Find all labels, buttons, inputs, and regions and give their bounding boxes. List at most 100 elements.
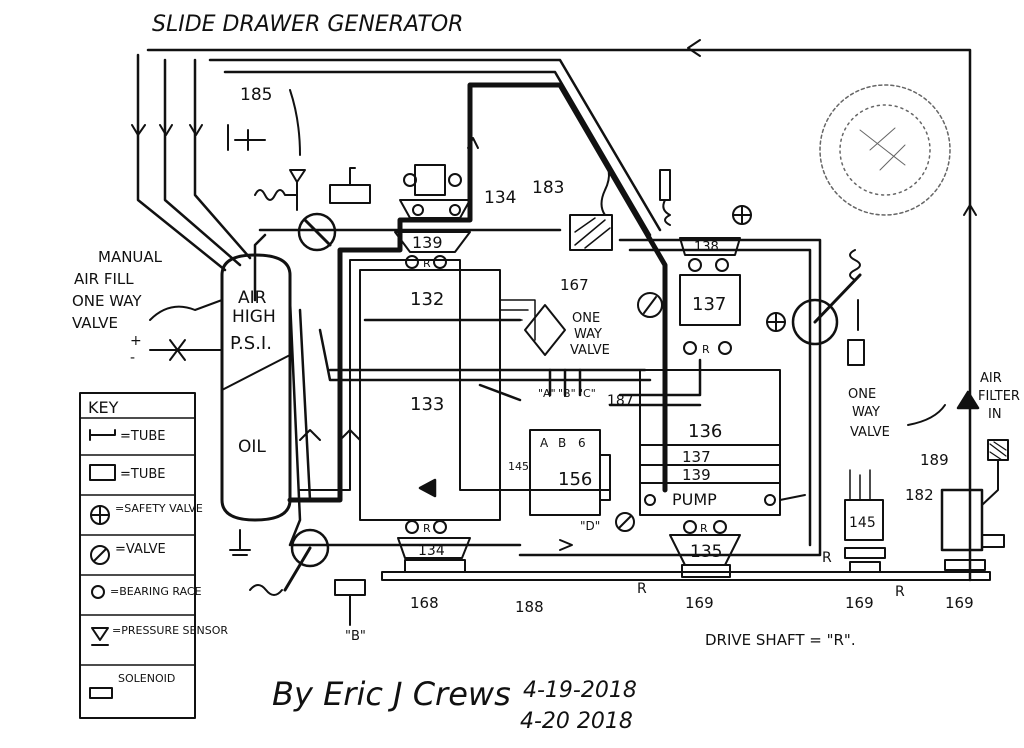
label-156: 156: [558, 469, 592, 490]
note-line-3: ONE WAY: [72, 292, 142, 310]
label-133: 133: [410, 394, 444, 415]
label-134-bottom: 134: [418, 543, 445, 559]
label-r-3: R: [895, 584, 905, 600]
label-b-small: B: [558, 436, 566, 450]
signature: By Eric J Crews 4-19-2018 4-20 2018: [272, 675, 637, 734]
svg-text:R: R: [700, 522, 708, 535]
label-six: 6: [578, 436, 586, 450]
svg-text:-: -: [130, 350, 135, 366]
label-d: "D": [580, 519, 600, 533]
signature-date-2: 4-20 2018: [520, 709, 633, 734]
bearing-race-icon: [91, 585, 105, 599]
label-167: 167: [560, 276, 589, 294]
label-139-top: 139: [412, 233, 443, 252]
key-item-label: SOLENOID: [118, 672, 175, 685]
one-way-valve-right-label: VALVE: [850, 425, 890, 440]
internal-tubes: [253, 228, 822, 557]
label-188: 188: [515, 598, 544, 616]
unit-145-right: [844, 499, 884, 541]
label-137-top: 137: [692, 294, 726, 315]
key-item-label: =PRESSURE SENSOR: [112, 624, 228, 637]
label-135: 135: [690, 542, 722, 562]
solenoid-icon: [659, 169, 671, 201]
valve-icon: [290, 528, 330, 568]
tube-closed-icon: [89, 464, 116, 481]
unit-138: [679, 237, 741, 256]
key-heading: KEY: [88, 398, 119, 417]
label-r-2: R: [822, 550, 832, 566]
fill-valve-icon: [169, 339, 186, 361]
note-line-1: MANUAL: [98, 248, 163, 266]
key-item-label: =VALVE: [115, 542, 166, 557]
tank-high-label: HIGH: [232, 307, 276, 327]
note-line-4: VALVE: [72, 314, 118, 332]
one-way-valve-icon: [956, 390, 980, 410]
label-187: 187: [607, 393, 634, 409]
drive-shaft: [381, 571, 991, 581]
key-item-label: =BEARING RACE: [110, 585, 202, 598]
air-filter-label: IN: [988, 407, 1002, 422]
label-168: 168: [410, 594, 439, 612]
air-oil-tank: AIR HIGH P.S.I. OIL: [220, 253, 292, 522]
block-136-pump: [639, 369, 781, 516]
one-way-valve-icon: [524, 304, 566, 356]
signature-date-1: 4-19-2018: [523, 678, 637, 703]
label-132: 132: [410, 289, 444, 310]
label-136: 136: [688, 421, 722, 442]
pressure-sensor-icon: [91, 627, 109, 646]
one-way-valve-label: VALVE: [570, 343, 610, 358]
svg-text:R: R: [702, 343, 710, 356]
solenoid-icon: [329, 184, 371, 204]
valve-icon: [791, 298, 839, 346]
tank-psi-label: P.S.I.: [230, 333, 272, 354]
label-134-top: 134: [484, 188, 516, 208]
signature-name: By Eric J Crews: [272, 675, 511, 713]
unit-183: [569, 214, 613, 251]
label-189: 189: [920, 451, 949, 469]
label-145-left: 145: [508, 460, 529, 473]
label-b: "B": [558, 387, 576, 400]
air-filter-label: FILTER: [978, 389, 1020, 404]
label-169-b: 169: [845, 594, 874, 612]
diagram-title: SLIDE DRAWER GENERATOR: [152, 12, 463, 37]
label-145-right: 145: [849, 515, 876, 531]
valve-icon: [637, 292, 663, 318]
label-b-bottom: "B": [345, 629, 366, 644]
label-169-a: 169: [685, 594, 714, 612]
unit-189: [940, 488, 984, 552]
label-a-small: A: [540, 436, 549, 450]
unit-134-bottom: [397, 537, 471, 559]
tank-air-label: AIR: [238, 288, 267, 308]
spring-icon: [249, 584, 283, 596]
flow-arrow-icon: [418, 478, 437, 498]
key-item-label: =TUBE: [120, 429, 165, 444]
label-pump: PUMP: [672, 490, 717, 509]
tube-open-icon: [89, 429, 116, 441]
label-169-c: 169: [945, 594, 974, 612]
svg-text:+: +: [130, 333, 142, 349]
note-line-2: AIR FILL: [74, 270, 134, 288]
tank-oil-label: OIL: [238, 437, 266, 457]
valve-icon: [297, 212, 337, 252]
label-r-1: R: [637, 581, 647, 597]
solenoid-icon: [89, 687, 113, 699]
label-c: "C": [578, 387, 596, 400]
label-182: 182: [905, 486, 934, 504]
unit-134-top: 134 139 R: [394, 164, 516, 270]
key-item-label: =TUBE: [120, 467, 165, 482]
label-r-small: R: [423, 257, 431, 270]
stamp-seal: [819, 84, 951, 216]
label-139-mid: 139: [682, 466, 711, 484]
drive-shaft-label: DRIVE SHAFT = "R".: [705, 631, 856, 649]
pressure-sensor-icon: [289, 169, 306, 183]
one-way-valve-right-label: WAY: [852, 405, 880, 420]
air-filter-label: AIR: [980, 371, 1002, 386]
manual-air-fill-note: MANUAL AIR FILL ONE WAY VALVE + -: [72, 248, 223, 366]
label-138: 138: [694, 240, 719, 255]
key-legend: KEY =TUBE =TUBE =SAFETY VALVE =VALVE =BE…: [79, 392, 228, 719]
block-137-top: [679, 274, 741, 326]
spring-icon: [849, 249, 861, 281]
svg-text:R: R: [423, 522, 431, 535]
